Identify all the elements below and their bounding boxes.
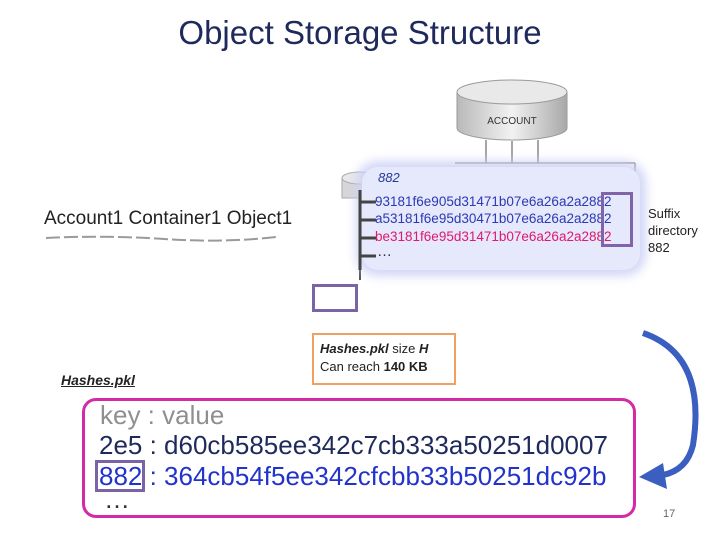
key-highlight-box <box>95 460 145 492</box>
key-value-panel <box>82 398 636 518</box>
note-variable: H <box>419 341 429 356</box>
suffix-desc-line: Suffix <box>648 206 681 221</box>
object-path-label: Account1 Container1 Object1 <box>44 208 293 229</box>
account-database-icon <box>455 79 636 173</box>
size-note-line-2: Can reach 140 KB <box>320 358 454 376</box>
account-db-label: ACCOUNT <box>487 116 537 127</box>
hash-ellipsis: … <box>377 243 392 260</box>
hash-entry: 93181f6e905d31471b07e6a26a2a2882 <box>375 194 612 209</box>
note-text: Can reach <box>320 359 384 374</box>
size-note: Hashes.pkl size H Can reach 140 KB <box>312 333 456 385</box>
slide-title: Object Storage Structure <box>178 14 542 51</box>
suffix-desc-line: 882 <box>648 240 670 255</box>
note-size-value: 140 KB <box>383 359 428 374</box>
suffix-directory-panel <box>362 167 640 270</box>
note-filename: Hashes.pkl <box>320 341 389 356</box>
directory-number: 882 <box>378 170 400 185</box>
kv-header: key : value <box>100 400 225 430</box>
suffix-description: Suffix directory 882 <box>648 205 698 256</box>
path-divider <box>45 235 277 242</box>
hashes-file-label: Hashes.pkl <box>61 372 135 388</box>
hash-entry: a53181f6e95d30471b07e6a26a2a2882 <box>375 211 612 226</box>
hash-entry-highlighted: be3181f6e95d31471b07e6a26a2a2882 <box>375 229 612 244</box>
size-note-line-1: Hashes.pkl size H <box>320 340 454 358</box>
kv-row-highlighted: 882 : 364cb54f5ee342cfcbb33b50251dc92b <box>99 461 607 491</box>
hash-list-tree <box>358 190 376 270</box>
suffix-highlight-box <box>601 192 633 247</box>
suffix-desc-line: directory <box>648 223 698 238</box>
kv-row: 2e5 : d60cb585ee342c7cb333a50251d0007 <box>99 430 608 460</box>
note-text: size <box>388 341 419 356</box>
placeholder-box <box>312 284 358 312</box>
page-number: 17 <box>663 508 676 520</box>
curved-arrow-icon <box>639 330 699 489</box>
